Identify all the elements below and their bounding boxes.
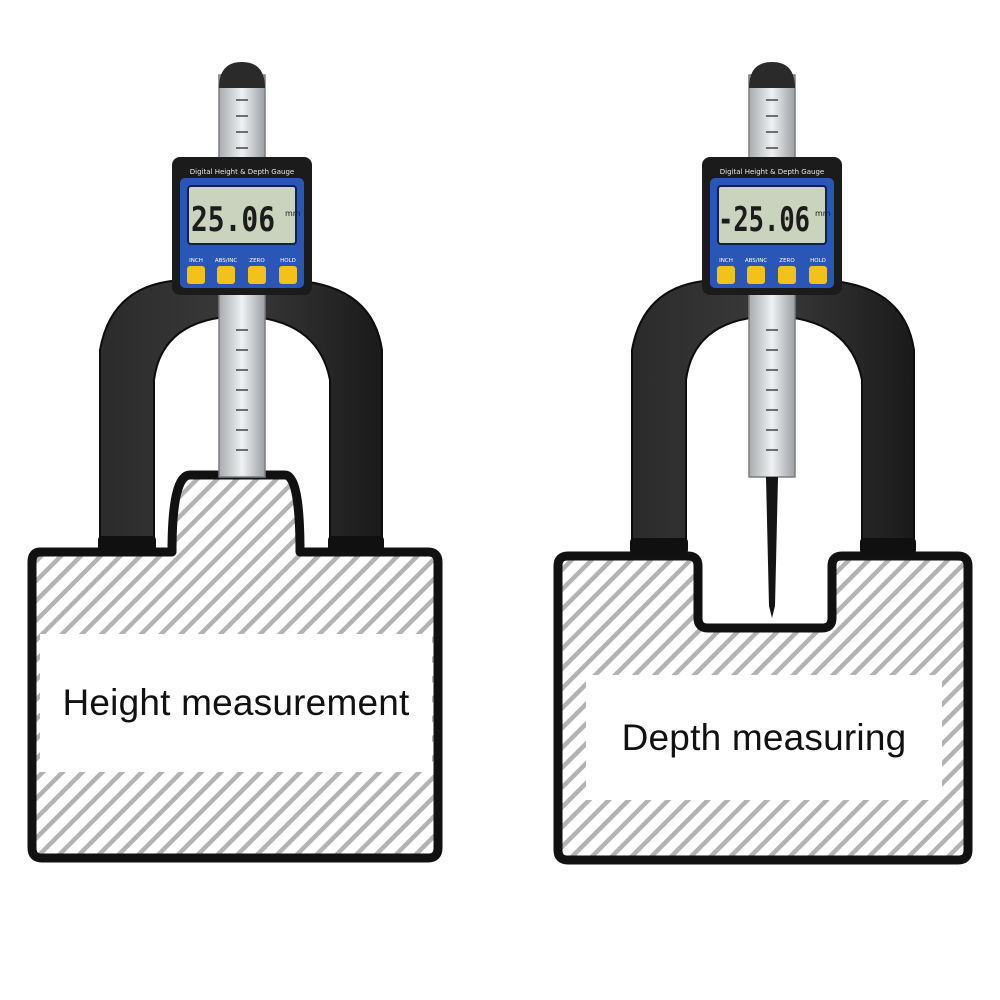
height-zero-button[interactable]	[248, 266, 266, 284]
height-gauge-header: Digital Height & Depth Gauge	[190, 168, 294, 176]
depth-gauge-foot-left	[630, 538, 688, 554]
depth-abs-inc-button[interactable]	[747, 266, 765, 284]
height-display-unit: mm	[285, 209, 301, 218]
depth-button-row: INCH ABS/INC ZERO HOLD	[717, 258, 827, 284]
height-button-label-3: HOLD	[280, 258, 296, 264]
depth-button-label-1: ABS/INC	[745, 258, 768, 264]
height-scale-top-cap	[219, 62, 265, 88]
depth-display-unit: mm	[815, 209, 831, 218]
depth-display-value: -25.06	[718, 200, 810, 240]
depth-lcd-screen	[717, 185, 827, 245]
depth-gauge-header: Digital Height & Depth Gauge	[720, 168, 824, 176]
height-scale-ticks	[236, 99, 248, 451]
depth-probe	[766, 477, 778, 618]
depth-caption: Depth measuring	[586, 675, 942, 800]
height-gauge-foot-left	[98, 536, 156, 552]
height-hold-button[interactable]	[279, 266, 297, 284]
height-button-label-0: INCH	[189, 258, 203, 264]
depth-hold-button[interactable]	[809, 266, 827, 284]
height-lcd-screen	[187, 185, 297, 245]
depth-button-label-0: INCH	[719, 258, 733, 264]
height-inch-button[interactable]	[187, 266, 205, 284]
height-display-value: 25.06	[191, 200, 275, 240]
depth-zero-button[interactable]	[778, 266, 796, 284]
height-button-label-2: ZERO	[249, 258, 265, 264]
height-gauge-foot-right	[328, 536, 384, 552]
depth-inch-button[interactable]	[717, 266, 735, 284]
depth-button-label-2: ZERO	[779, 258, 795, 264]
depth-scale-ticks	[766, 99, 778, 451]
height-button-label-1: ABS/INC	[215, 258, 238, 264]
depth-gauge-foot-right	[860, 538, 916, 554]
depth-button-label-3: HOLD	[810, 258, 826, 264]
height-abs-inc-button[interactable]	[217, 266, 235, 284]
depth-scale-top-cap	[749, 62, 795, 88]
height-caption: Height measurement	[40, 634, 432, 772]
height-button-row: INCH ABS/INC ZERO HOLD	[187, 258, 297, 284]
